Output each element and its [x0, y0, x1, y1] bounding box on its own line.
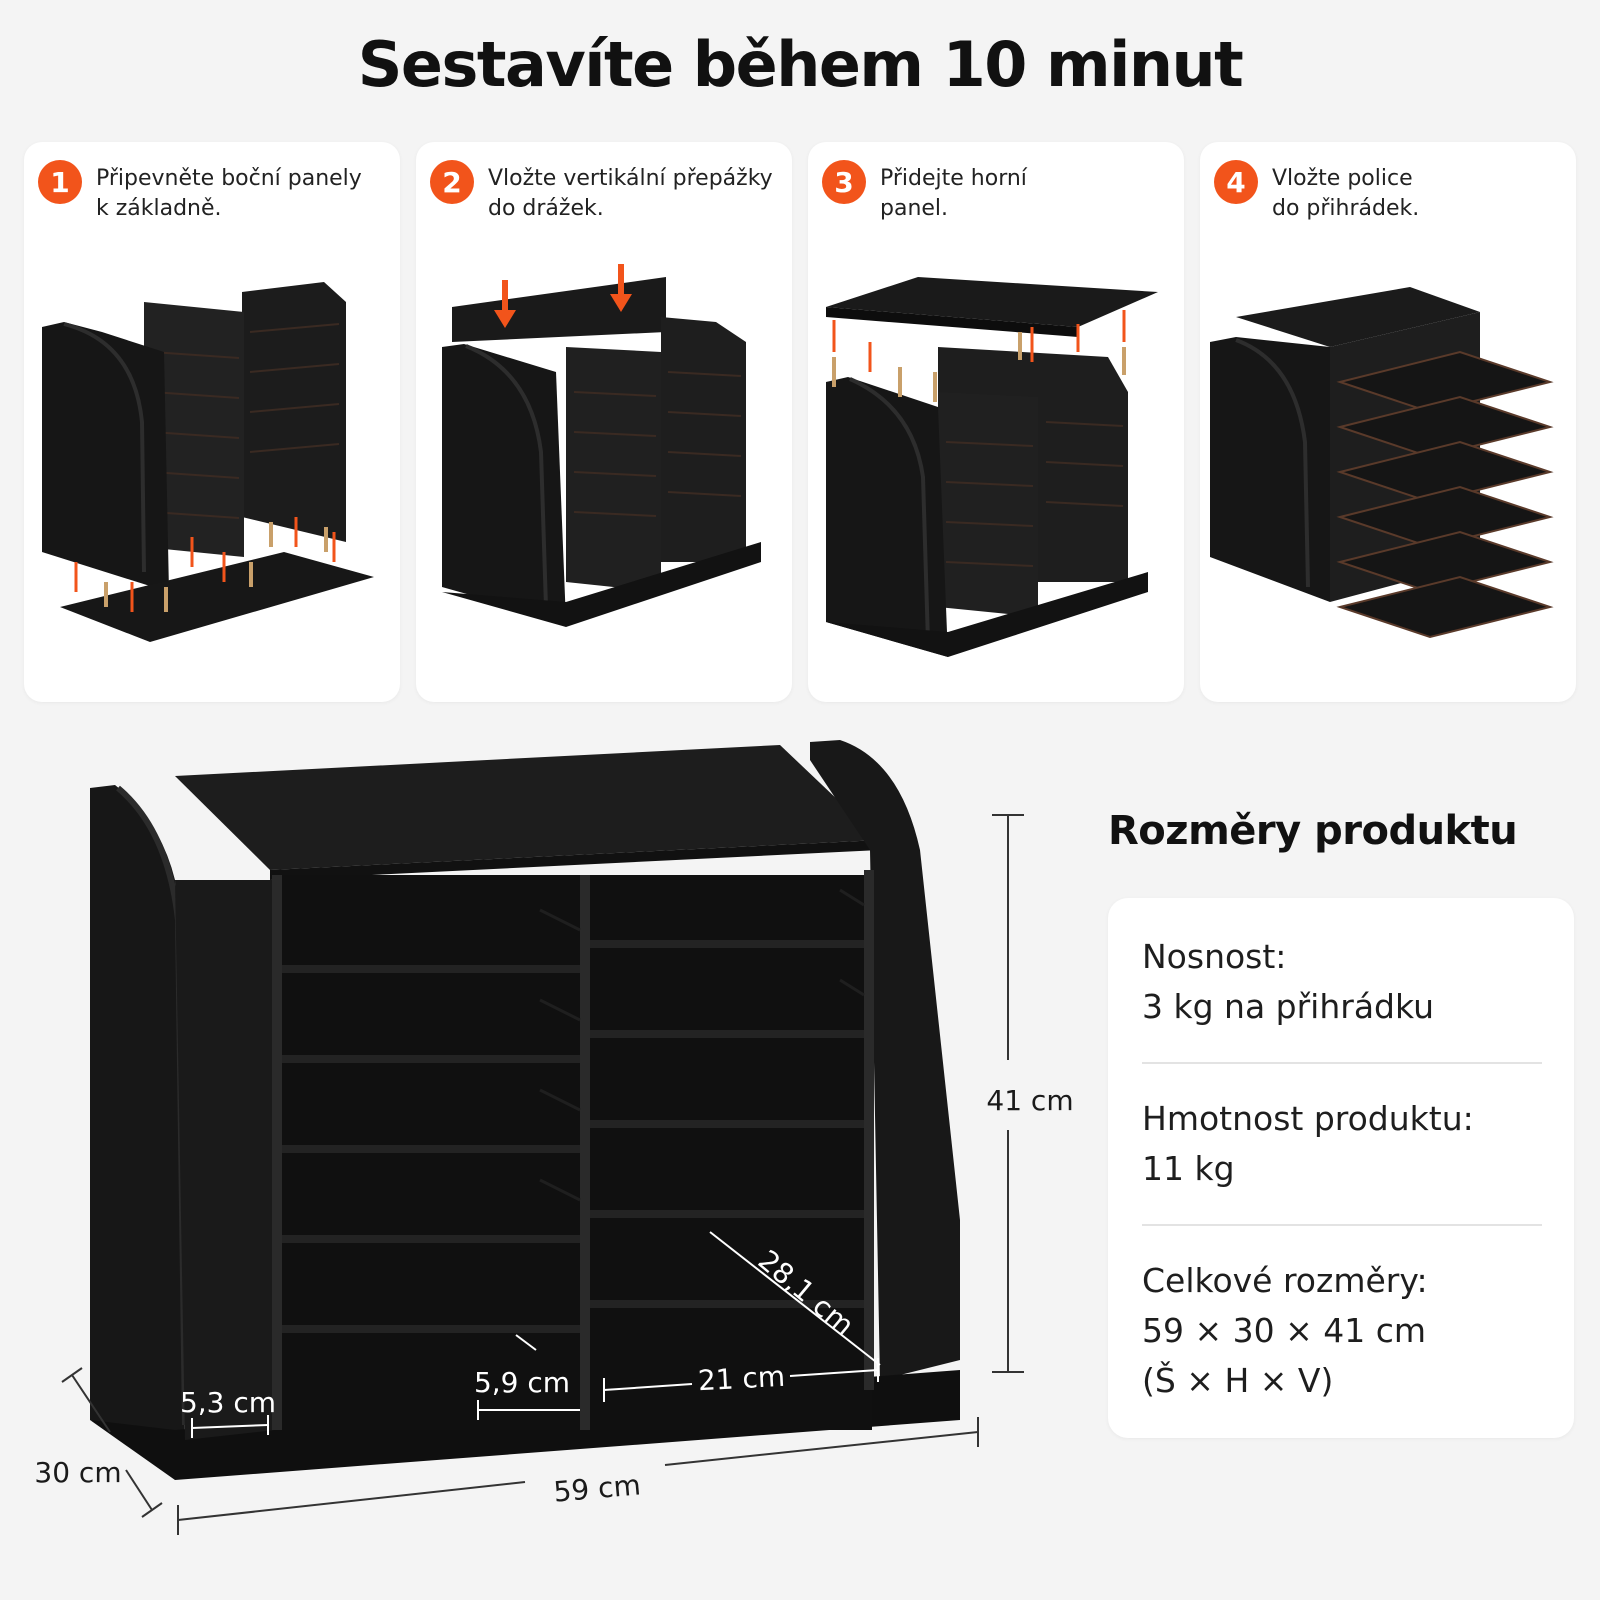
height-dimension-line: [992, 814, 1024, 1373]
width-dimension-line: [177, 1417, 979, 1535]
compartment-width-dimension-line: [603, 1358, 879, 1402]
step-number-badge: 3: [822, 160, 866, 204]
depth-dimension-line: [61, 1367, 163, 1518]
spec-overall-dimensions: Celkové rozměry: 59 × 30 × 41 cm (Š × H …: [1142, 1256, 1542, 1406]
step-instruction: Přidejte horní panel.: [880, 164, 1170, 224]
compartment-depth-dimension-line: [709, 1231, 881, 1366]
step-2-illustration: [442, 264, 761, 627]
spec-weight: Hmotnost produktu: 11 kg: [1142, 1094, 1542, 1194]
step-instruction: Připevněte boční panely k základně.: [96, 164, 386, 224]
step-4-illustration: [1210, 287, 1554, 639]
spec-value: 3 kg na přihrádku: [1142, 987, 1435, 1026]
spec-value: 59 × 30 × 41 cm: [1142, 1311, 1427, 1350]
step-number-badge: 4: [1214, 160, 1258, 204]
spec-label: Celkové rozměry:: [1142, 1261, 1428, 1300]
step-card-1: 1 Připevněte boční panely k základně.: [24, 142, 400, 702]
step-card-3: 3 Přidejte horní panel.: [808, 142, 1184, 702]
step-instruction-line2: k základně.: [96, 196, 222, 221]
height-label: 41 cm: [986, 1084, 1073, 1117]
step-number-badge: 1: [38, 160, 82, 204]
dimensions-heading: Rozměry produktu: [1108, 808, 1518, 854]
step-instruction-line1: Přidejte horní: [880, 166, 1027, 191]
page-title: Sestavíte během 10 minut: [357, 28, 1244, 101]
depth-label: 30 cm: [34, 1456, 121, 1489]
spec-label: Hmotnost produktu:: [1142, 1099, 1474, 1138]
spec-value: 11 kg: [1142, 1149, 1235, 1188]
step-number-badge: 2: [430, 160, 474, 204]
step-instruction-line1: Vložte police: [1272, 166, 1413, 191]
step-instruction: Vložte vertikální přepážky do drážek.: [488, 164, 778, 224]
product-dimensions-illustration: 41 cm 59 cm 30 cm 5,3 cm 5,9 cm 21 cm: [34, 740, 1074, 1535]
side-gap-label: 5,3 cm: [180, 1386, 276, 1419]
step-instruction: Vložte police do přihrádek.: [1272, 164, 1562, 224]
divider: [1142, 1224, 1542, 1226]
compartment-height-label: 5,9 cm: [474, 1366, 570, 1399]
specs-card: Nosnost: 3 kg na přihrádku Hmotnost prod…: [1108, 898, 1574, 1438]
step-instruction-line1: Připevněte boční panely: [96, 166, 362, 191]
spec-note: (Š × H × V): [1142, 1361, 1334, 1400]
divider: [1142, 1062, 1542, 1064]
compartment-height-dimension-line: [477, 1334, 580, 1420]
compartment-width-label: 21 cm: [697, 1360, 786, 1398]
step-instruction-line2: panel.: [880, 196, 949, 221]
step-1-illustration: [42, 282, 374, 642]
width-label: 59 cm: [552, 1468, 642, 1508]
spec-capacity: Nosnost: 3 kg na přihrádku: [1142, 932, 1542, 1032]
step-card-2: 2 Vložte vertikální přepážky do drážek.: [416, 142, 792, 702]
step-instruction-line2: do přihrádek.: [1272, 196, 1420, 221]
step-card-4: 4 Vložte police do přihrádek.: [1200, 142, 1576, 702]
side-gap-dimension-line: [191, 1415, 269, 1438]
step-instruction-line2: do drážek.: [488, 196, 604, 221]
spec-label: Nosnost:: [1142, 937, 1287, 976]
step-instruction-line1: Vložte vertikální přepážky: [488, 166, 773, 191]
step-3-illustration: [826, 277, 1158, 657]
